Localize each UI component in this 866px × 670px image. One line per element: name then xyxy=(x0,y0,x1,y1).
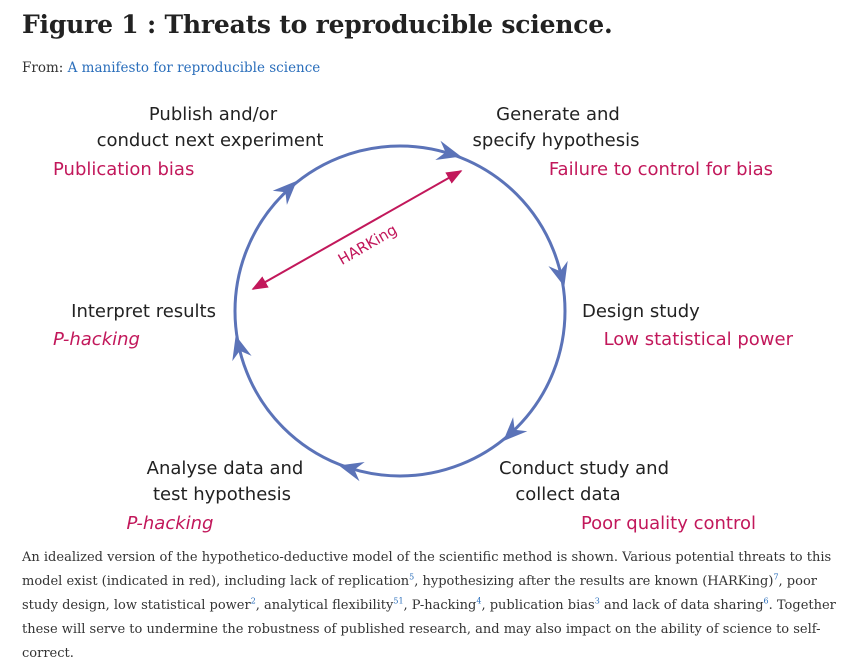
caption-text: , analytical flexibility xyxy=(255,598,394,613)
cycle-arrows xyxy=(232,140,568,482)
stage-label-line: Publish and/or xyxy=(149,104,278,125)
stage-label-line: specify hypothesis xyxy=(473,130,640,151)
reference-link[interactable]: 2 xyxy=(250,596,256,606)
reference-link[interactable]: 51 xyxy=(393,596,404,606)
stage-label-line: Design study xyxy=(582,301,700,322)
caption-text: , P-hacking xyxy=(403,598,477,613)
figure-caption: An idealized version of the hypothetico-… xyxy=(22,546,842,666)
reference-link[interactable]: 4 xyxy=(476,596,482,606)
stage-label-line: Interpret results xyxy=(71,301,216,322)
harking-arrow xyxy=(251,170,463,290)
source-prefix: From: xyxy=(22,60,64,76)
cycle-arrowhead xyxy=(503,417,528,442)
stage-label-line: Conduct study and xyxy=(499,458,669,479)
stage-generate: Generate and specify hypothesis Failure … xyxy=(473,104,773,180)
stage-label-line: conduct next experiment xyxy=(97,130,324,151)
stage-publish: Publish and/or conduct next experiment P… xyxy=(53,104,323,180)
harking-label: HARKing xyxy=(335,221,400,269)
threat-label-publication-bias: Publication bias xyxy=(53,159,194,180)
stage-conduct: Conduct study and collect data Poor qual… xyxy=(499,458,756,534)
cycle-arrowhead xyxy=(548,260,568,287)
caption-text: and lack of data sharing xyxy=(599,598,764,613)
stage-label-line: Analyse data and xyxy=(147,458,304,479)
source-line: From: A manifesto for reproducible scien… xyxy=(22,60,320,76)
caption-text: , publication bias xyxy=(481,598,595,613)
cycle-circle xyxy=(233,144,567,478)
cycle-arrowhead xyxy=(232,335,252,362)
stage-analyse: Analyse data and test hypothesis P-hacki… xyxy=(127,458,304,534)
caption-text: , hypothesizing after the results are kn… xyxy=(414,574,774,589)
figure-title: Figure 1 : Threats to reproducible scien… xyxy=(22,10,613,39)
reference-link[interactable]: 7 xyxy=(773,572,779,582)
scientific-method-cycle-diagram: HARKing Publish and/or conduct next expe… xyxy=(53,104,794,534)
stage-label-line: collect data xyxy=(515,484,620,505)
caption-text: An idealized version of the hypothetico-… xyxy=(22,550,832,589)
threat-label-p-hacking: P-hacking xyxy=(53,329,140,350)
caption-text: . Together these will serve to undermine… xyxy=(22,598,836,661)
reference-link[interactable]: 6 xyxy=(763,596,769,606)
stage-design: Design study Low statistical power xyxy=(582,301,794,350)
reference-link[interactable]: 3 xyxy=(594,596,600,606)
threat-label-low-statistical-power: Low statistical power xyxy=(604,329,794,350)
stage-interpret: Interpret results P-hacking xyxy=(53,301,216,350)
reference-link[interactable]: 5 xyxy=(409,572,415,582)
threat-label-poor-quality-control: Poor quality control xyxy=(581,513,756,534)
source-article-link[interactable]: A manifesto for reproducible science xyxy=(67,60,321,76)
threat-label-p-hacking: P-hacking xyxy=(127,513,214,534)
cycle-arrowhead xyxy=(338,462,365,482)
stage-label-line: Generate and xyxy=(496,104,620,125)
caption-text: , poor study design, low statistical pow… xyxy=(22,574,818,613)
stage-label-line: test hypothesis xyxy=(153,484,291,505)
threat-label-failure-to-control-bias: Failure to control for bias xyxy=(549,159,773,180)
cycle-arrowhead xyxy=(435,140,462,160)
